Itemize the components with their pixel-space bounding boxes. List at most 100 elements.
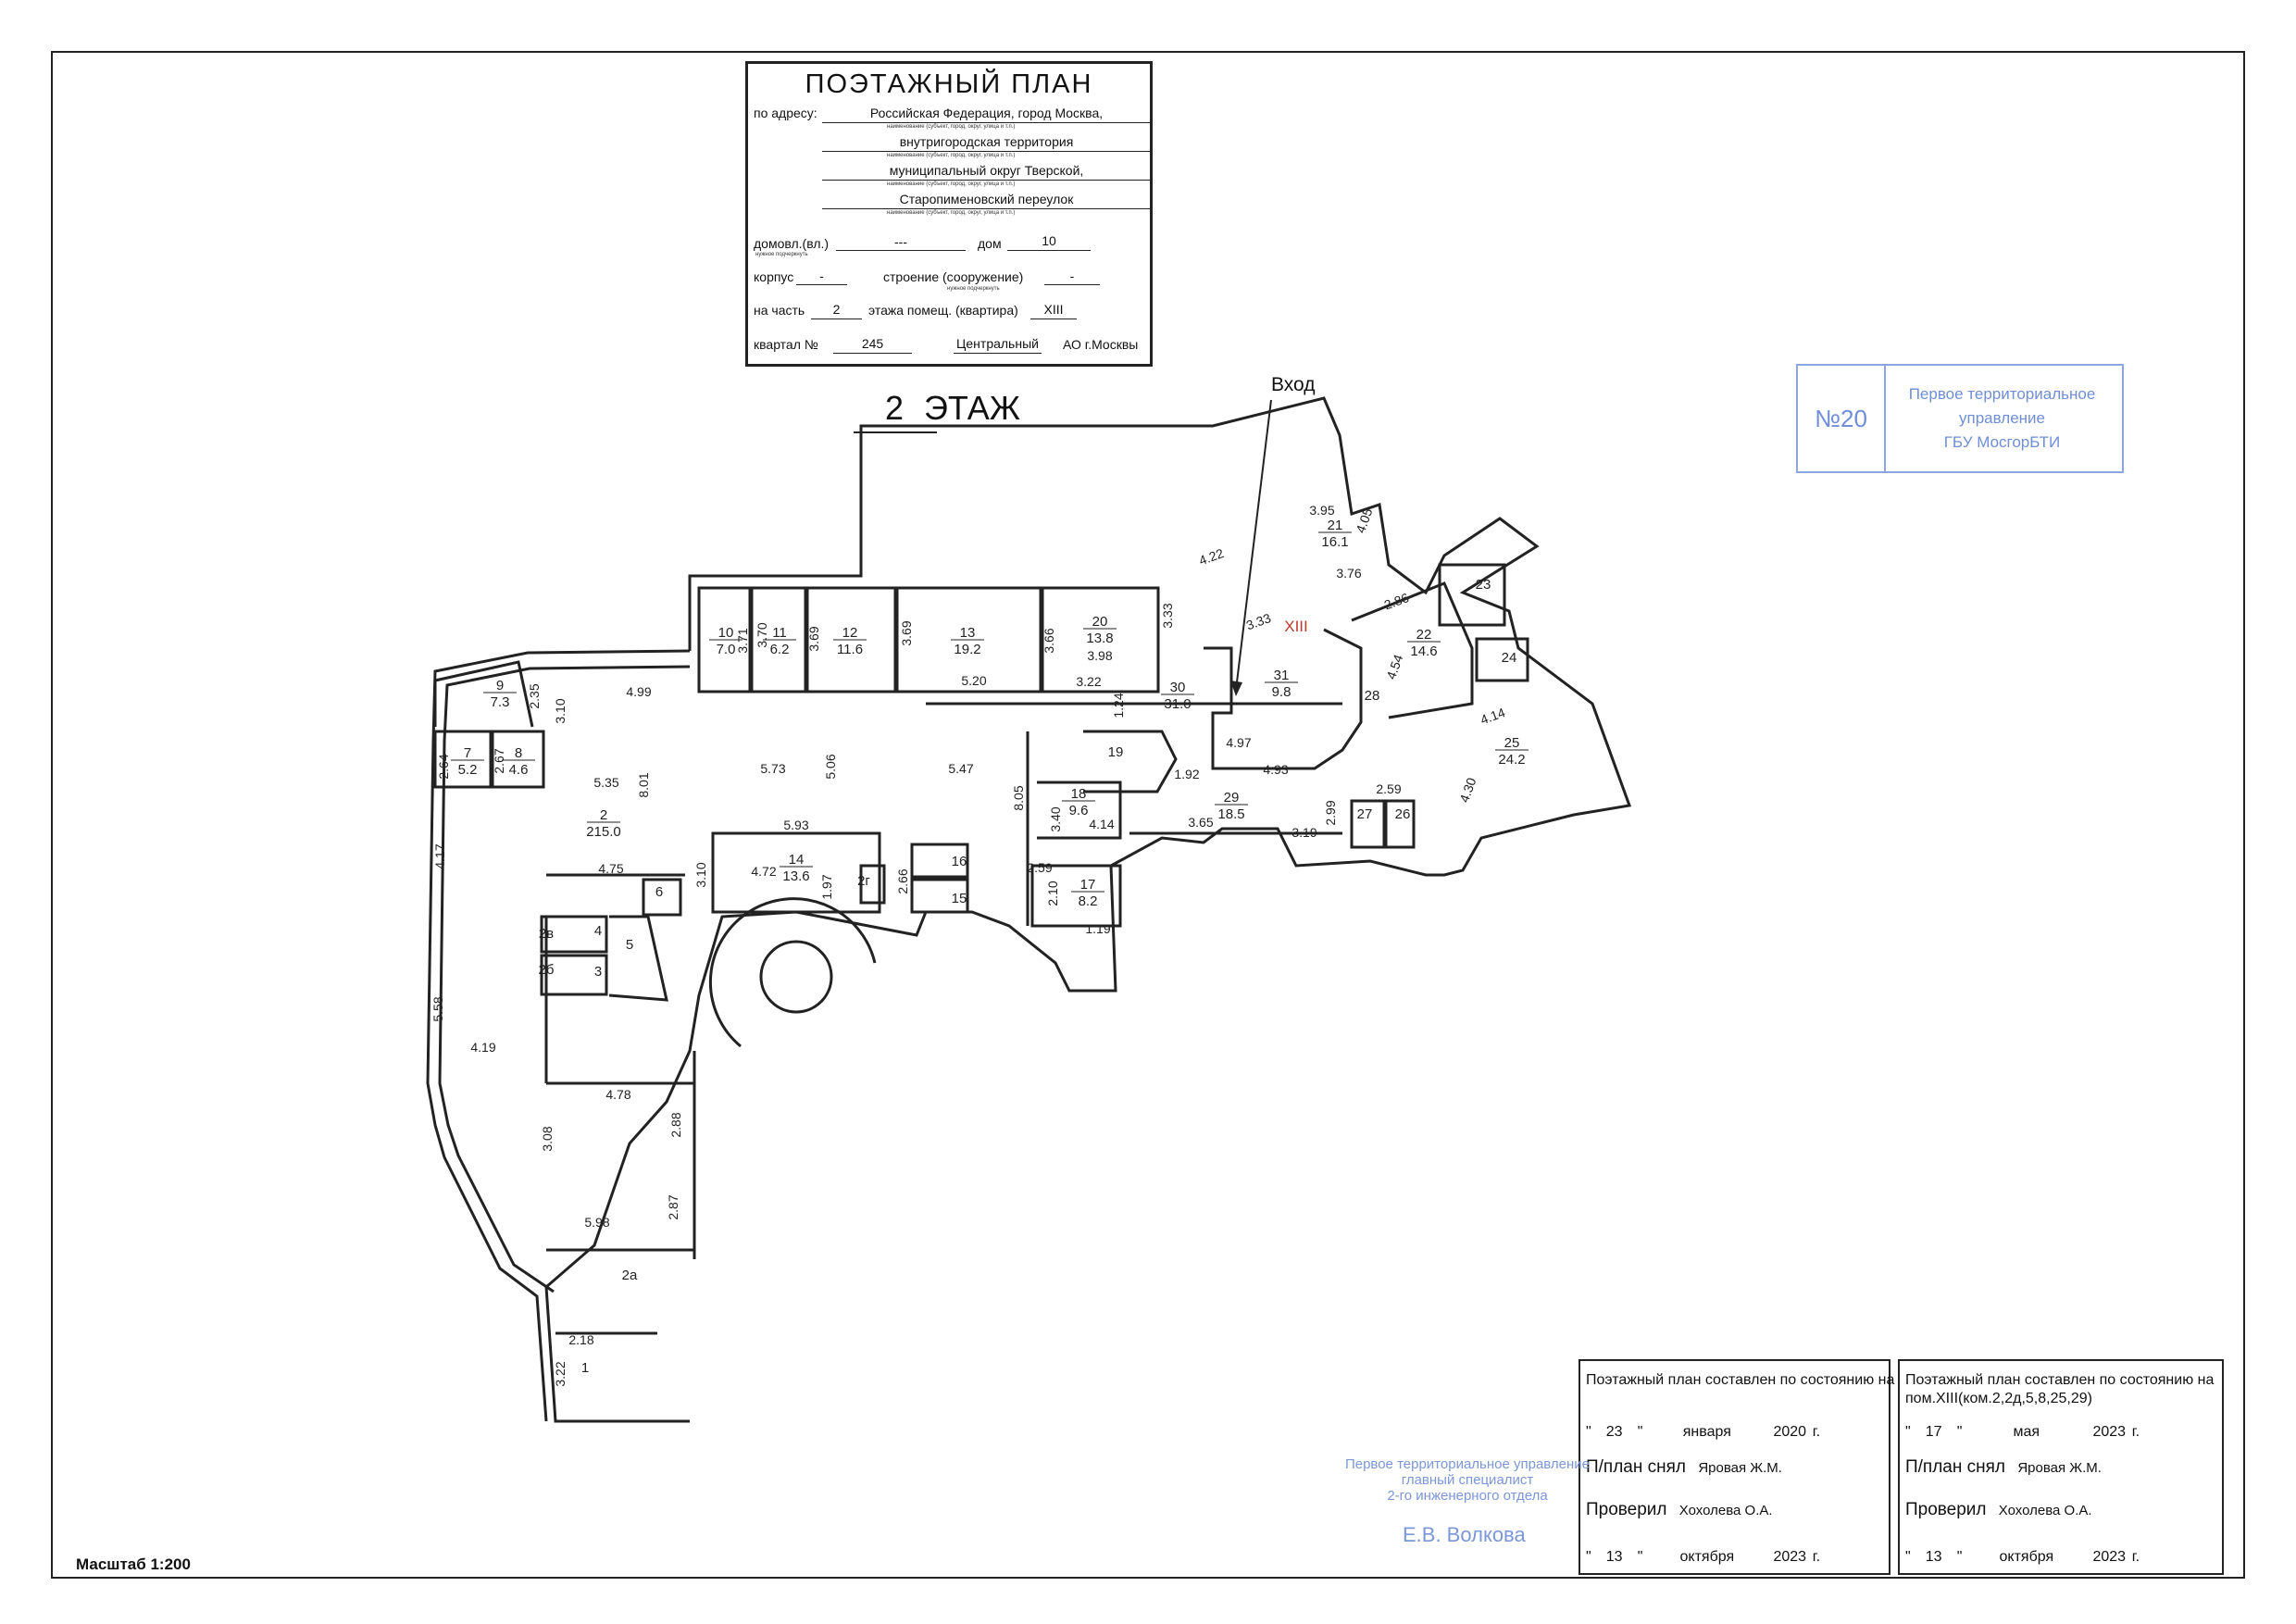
dimension-label: 1.92	[1174, 767, 1199, 781]
room-area-14: 13.6	[782, 868, 809, 884]
dimension-label: 3.19	[1292, 825, 1316, 840]
address-line-2: внутригородская территория	[899, 134, 1074, 149]
stroenie-label: строение (сооружение)	[883, 269, 1024, 284]
dimension-label: 4.93	[1263, 762, 1288, 777]
room-number-11: 11	[772, 625, 787, 641]
plan-labels: 12215.0345675.284.697.3107.0116.21211.61…	[430, 399, 1529, 1387]
domovl-value: ---	[894, 234, 907, 249]
checked-label: Проверил	[1586, 1500, 1667, 1519]
room-16-walls	[910, 843, 969, 879]
taken-name-right: Яровая Ж.М.	[2017, 1460, 2102, 1476]
west-facade-inner	[438, 665, 691, 1293]
room-3-walls	[540, 954, 608, 996]
room-26-walls	[1384, 799, 1416, 849]
room-number-9: 9	[496, 678, 504, 693]
dimension-label: 4.30	[1456, 776, 1479, 805]
room-number-2г: 2г	[857, 873, 870, 889]
status-date-right: "17" мая 2023 г.	[1905, 1424, 2140, 1440]
taken-name: Яровая Ж.М.	[1698, 1460, 1782, 1476]
dimension-label: 3.69	[806, 626, 821, 651]
status-month-right: мая	[2013, 1424, 2040, 1440]
address-line-4: Старопименовский переулок	[899, 192, 1074, 206]
status-year-suffix: г.	[1812, 1424, 1821, 1440]
dimension-label: 4.78	[605, 1087, 630, 1102]
dimension-label: 4.97	[1226, 735, 1251, 750]
check-date: "13" октября 2023 г.	[1586, 1549, 1821, 1565]
check-day: 13	[1605, 1549, 1623, 1565]
room-11-walls	[750, 586, 807, 693]
check-suffix: г.	[1812, 1549, 1821, 1565]
room-2g-walls	[859, 864, 886, 905]
ao-suffix: АО г.Москвы	[1063, 337, 1139, 352]
dimension-label: 3.98	[1087, 648, 1112, 663]
room-18-walls	[1037, 781, 1122, 840]
part-label: на часть	[754, 303, 805, 318]
room-area-21: 16.1	[1321, 534, 1348, 550]
dimension-label: 8.01	[636, 772, 651, 797]
dimension-label: 2.35	[527, 683, 542, 708]
stroenie-value: -	[1069, 269, 1075, 283]
spiral-stair-outer	[708, 897, 877, 1048]
dimension-label: 5.06	[823, 754, 838, 779]
room-area-25: 24.2	[1498, 752, 1525, 768]
dimension-label: 5.35	[593, 775, 618, 790]
status-year: 2020	[1773, 1424, 1807, 1440]
room-number-28: 28	[1365, 688, 1380, 704]
room-number-21: 21	[1328, 518, 1343, 533]
address-label: по адресу:	[754, 106, 817, 120]
dimension-label: 4.19	[470, 1040, 495, 1055]
dimension-label: 4.72	[751, 864, 776, 879]
room-27-walls	[1350, 799, 1386, 849]
room-number-14: 14	[789, 852, 805, 868]
room-number-2: 2	[600, 807, 607, 823]
dimension-label: 3.70	[755, 622, 769, 647]
checked-label-right: Проверил	[1905, 1500, 1987, 1519]
status-year-suffix-right: г.	[2131, 1424, 2140, 1440]
checked-name-right: Хохолева О.А.	[1998, 1503, 2092, 1518]
dimension-label: 2.10	[1045, 881, 1060, 906]
dimension-label: 3.08	[540, 1126, 555, 1151]
room-20-walls	[1041, 586, 1160, 693]
dom-label: дом	[978, 236, 1002, 251]
check-date-right: "13" октября 2023 г.	[1905, 1549, 2140, 1565]
dimension-label: 2.59	[1027, 860, 1052, 875]
floor-value: XIII	[1043, 302, 1064, 317]
floor-label: этажа помещ. (квартира)	[868, 303, 1018, 318]
apartment-label: XIII	[1284, 618, 1308, 635]
dimension-label: 5.58	[430, 996, 445, 1021]
room-17-walls	[1030, 864, 1122, 928]
dimension-label: 4.54	[1383, 653, 1405, 681]
status-date: "23" января 2020 г.	[1586, 1424, 1821, 1440]
status-header: Поэтажный план составлен по состоянию на	[1586, 1372, 1895, 1388]
room-number-25: 25	[1504, 735, 1520, 751]
floor-label: ЭТАЖ	[924, 389, 1020, 427]
specialist-line-2: главный специалист	[1401, 1472, 1534, 1488]
status-subheader: пом.XIII(ком.2,2д,5,8,25,29)	[1905, 1391, 2092, 1406]
room-number-20: 20	[1092, 614, 1108, 630]
room-12-walls	[805, 586, 897, 693]
dimension-label: 5.20	[961, 673, 986, 688]
room-number-7: 7	[464, 745, 471, 761]
room-area-29: 18.5	[1217, 806, 1244, 822]
room-area-18: 9.6	[1069, 803, 1089, 818]
room-number-2б: 2б	[539, 962, 555, 978]
status-day-right: 17	[1925, 1424, 1942, 1440]
address-note-3: наименование (субъект, город, округ, ули…	[887, 181, 1016, 187]
address-note-4: наименование (субъект, город, округ, ули…	[887, 210, 1016, 216]
dimension-label: 2.18	[568, 1332, 593, 1347]
floor-underline	[854, 431, 937, 433]
entrance-label: Вход	[1271, 374, 1316, 395]
check-suffix-right: г.	[2131, 1549, 2140, 1565]
entrance-arrow-head	[1230, 681, 1242, 696]
dimension-label: 3.76	[1336, 566, 1361, 581]
room-22-walls	[1351, 581, 1474, 719]
kvartal-label: квартал №	[754, 337, 818, 352]
room-number-22: 22	[1416, 627, 1432, 643]
room-number-27: 27	[1357, 806, 1373, 822]
room-6-walls	[642, 878, 682, 917]
dimension-label: 8.05	[1011, 785, 1026, 810]
room-number-2а: 2а	[622, 1268, 638, 1283]
dimension-label: 3.10	[553, 698, 568, 723]
status-box-left: Поэтажный план составлен по состоянию на…	[1578, 1359, 1894, 1575]
dimension-label: 1.97	[819, 874, 834, 899]
